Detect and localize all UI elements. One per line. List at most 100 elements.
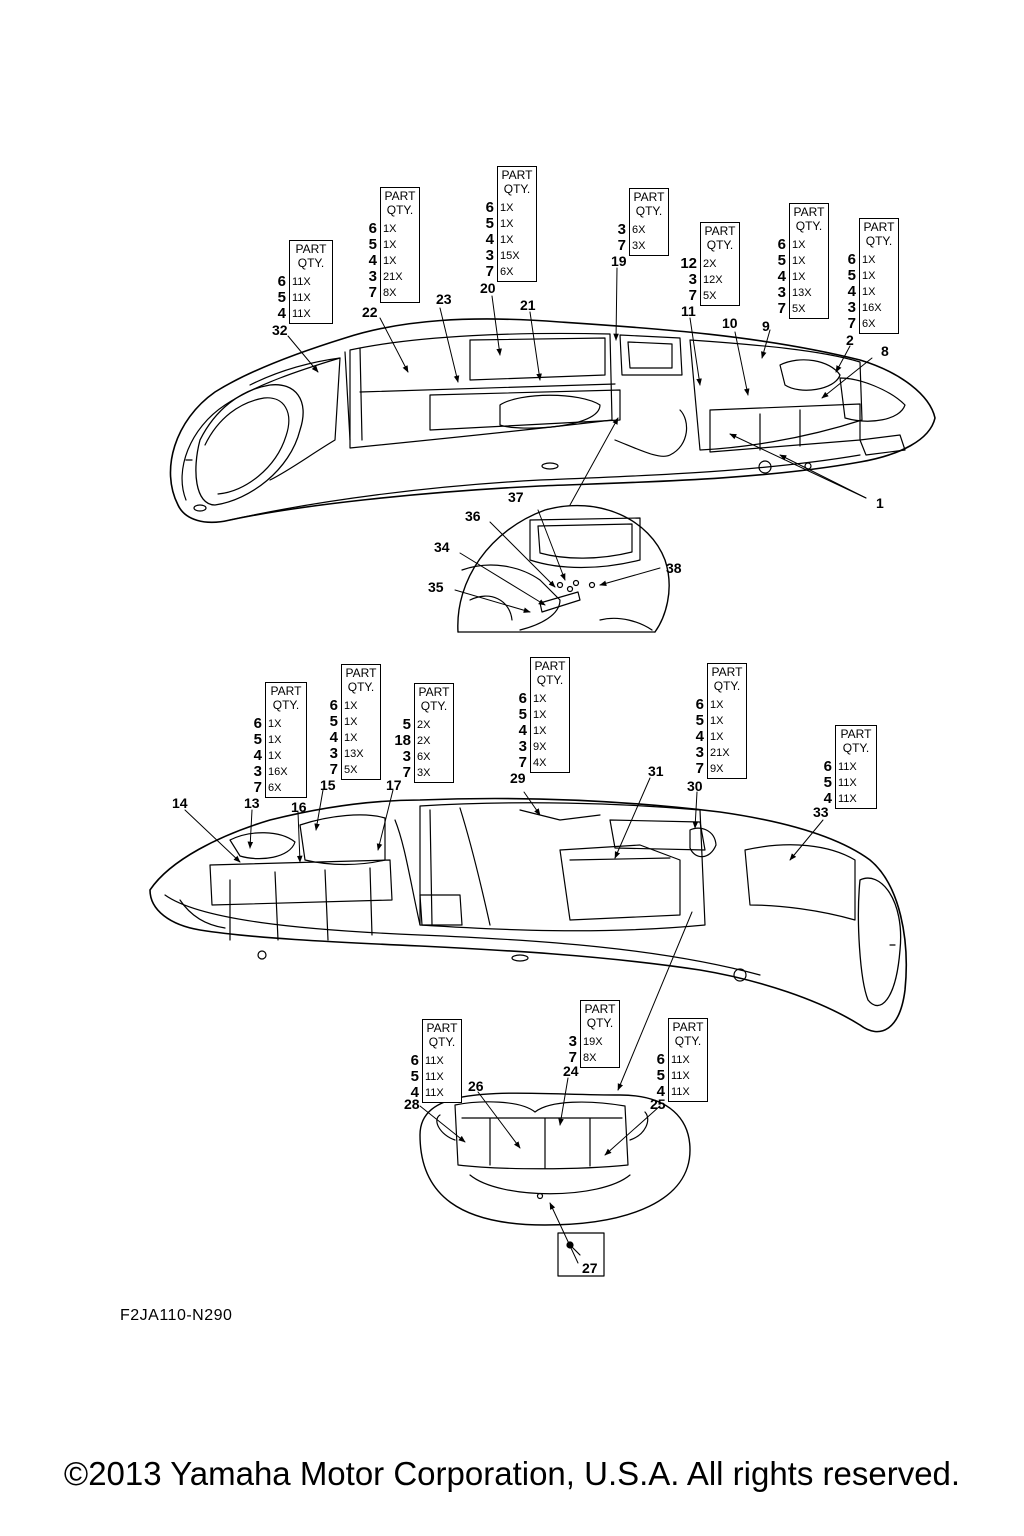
part-quantity: 11X	[838, 761, 857, 773]
part-reference-number: 4	[777, 268, 786, 285]
part-quantity: 1X	[344, 700, 358, 712]
part-quantity: 1X	[710, 699, 724, 711]
part-quantity: 1X	[710, 731, 724, 743]
callout-31: 31	[648, 763, 664, 779]
callout-22: 22	[362, 304, 378, 320]
part-reference-number: 7	[617, 237, 626, 254]
callout-37: 37	[508, 489, 524, 505]
callout-11: 11	[681, 303, 696, 319]
part-reference-number: 4	[656, 1083, 665, 1100]
part-quantity: 9X	[533, 741, 547, 753]
qty-label: QTY.	[713, 679, 741, 693]
part-quantity: 6X	[500, 266, 514, 278]
part-quantity: 4X	[533, 757, 547, 769]
part-quantity: 1X	[500, 202, 514, 214]
qty-label: QTY.	[536, 673, 564, 687]
callout-17: 17	[386, 777, 402, 793]
part-quantity: 12X	[703, 274, 723, 286]
callout-2: 2	[846, 332, 854, 348]
callout-1: 1	[876, 495, 884, 511]
part-quantity: 11X	[292, 292, 311, 304]
part-label: PART	[793, 205, 825, 219]
callout-20: 20	[480, 280, 496, 296]
part-reference-number: 7	[329, 761, 338, 778]
callout-8: 8	[881, 343, 889, 359]
part-label: PART	[840, 727, 872, 741]
part-reference-number: 7	[253, 779, 262, 796]
qty-label: QTY.	[795, 219, 823, 233]
part-quantity: 1X	[862, 254, 876, 266]
part-reference-number: 5	[847, 267, 856, 284]
qty-label: QTY.	[428, 1035, 456, 1049]
part-quantity: 6X	[417, 751, 431, 763]
part-quantity: 1X	[383, 223, 397, 235]
part-quantity: 1X	[862, 270, 876, 282]
part-reference-number: 5	[656, 1067, 665, 1084]
part-reference-number: 6	[253, 715, 262, 732]
part-reference-number: 5	[402, 716, 411, 733]
part-label: PART	[501, 168, 533, 182]
part-label: PART	[384, 189, 416, 203]
part-quantity: 3X	[632, 240, 646, 252]
qty-label: QTY.	[386, 203, 414, 217]
part-reference-number: 6	[656, 1051, 665, 1068]
part-reference-number: 7	[402, 764, 411, 781]
part-label: PART	[672, 1020, 704, 1034]
qty-label: QTY.	[865, 234, 893, 248]
part-reference-number: 4	[485, 231, 494, 248]
part-quantity: 11X	[292, 308, 311, 320]
part-reference-number: 6	[277, 273, 286, 290]
part-reference-number: 3	[402, 748, 411, 765]
part-quantity: 16X	[268, 766, 288, 778]
callout-21: 21	[520, 297, 536, 313]
detail-inset-lower	[419, 1092, 691, 1226]
copyright-notice: ©2013 Yamaha Motor Corporation, U.S.A. A…	[63, 1455, 961, 1492]
qty-label: QTY.	[347, 680, 375, 694]
part-quantity: 21X	[383, 271, 403, 283]
part-reference-number: 3	[368, 268, 377, 285]
part-label: PART	[345, 666, 377, 680]
part-quantity: 9X	[710, 763, 724, 775]
part-label: PART	[270, 684, 302, 698]
callout-10: 10	[722, 315, 738, 331]
part-quantity: 5X	[703, 290, 717, 302]
deck-lower-drawing	[149, 797, 908, 1033]
part-quantity: 2X	[417, 719, 431, 731]
part-quantity: 11X	[838, 777, 857, 789]
part-reference-number: 5	[253, 731, 262, 748]
callout-13: 13	[244, 795, 260, 811]
part-label: PART	[584, 1002, 616, 1016]
leader-lines	[184, 267, 873, 1264]
part-reference-number: 5	[410, 1068, 419, 1085]
callout-36: 36	[465, 508, 481, 524]
